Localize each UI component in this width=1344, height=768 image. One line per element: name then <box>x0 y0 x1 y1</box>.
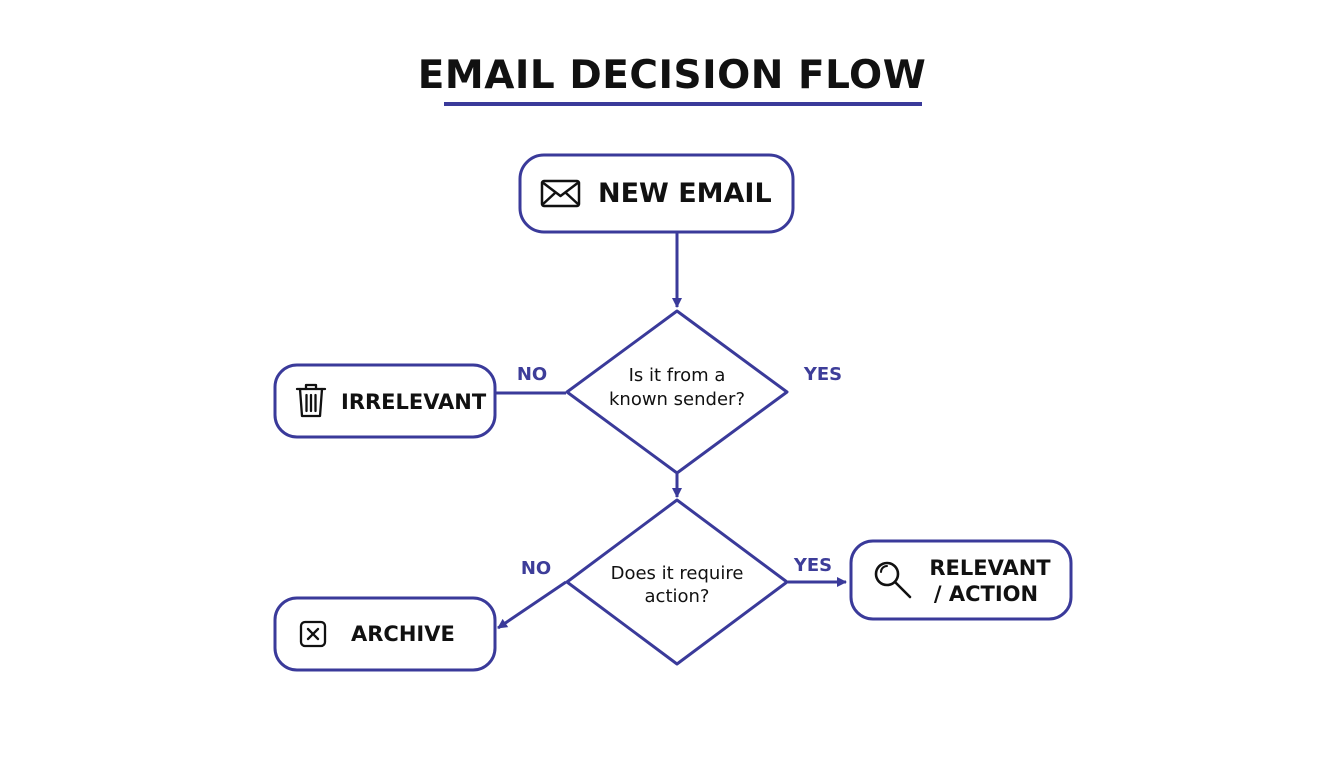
decision-known-sender-line1: Is it from a <box>629 365 726 386</box>
node-new-email: NEW EMAIL <box>518 153 795 234</box>
node-archive-label: ARCHIVE <box>351 622 455 646</box>
envelope-icon <box>540 179 581 208</box>
edge-label-d2-yes: YES <box>793 555 832 576</box>
edge-label-d1-yes: YES <box>803 364 842 385</box>
magnifier-icon <box>874 561 912 599</box>
decision-require-action-line2: action? <box>645 586 710 607</box>
close-box-icon <box>299 620 327 648</box>
node-relevant-label-line1: RELEVANT <box>929 556 1051 580</box>
trash-icon <box>295 383 327 418</box>
connectors <box>496 232 847 630</box>
node-irrelevant-label: IRRELEVANT <box>341 390 487 414</box>
title-underline <box>444 102 922 106</box>
edge-label-d2-no: NO <box>521 558 551 579</box>
edge-decision2-no <box>497 580 567 630</box>
decision-known-sender: Is it from a known sender? <box>565 309 789 475</box>
node-archive: ARCHIVE <box>273 596 497 672</box>
node-relevant-label-line2: / ACTION <box>934 582 1038 606</box>
decision-require-action-line1: Does it require <box>611 563 744 584</box>
decision-require-action: Does it require action? <box>565 498 789 666</box>
decision-known-sender-line2: known sender? <box>609 389 745 410</box>
page-title: EMAIL DECISION FLOW <box>417 53 927 98</box>
edge-label-d1-no: NO <box>517 364 547 385</box>
node-new-email-label: NEW EMAIL <box>598 178 772 209</box>
node-irrelevant: IRRELEVANT <box>273 363 497 439</box>
node-relevant-action: RELEVANT / ACTION <box>849 539 1073 621</box>
